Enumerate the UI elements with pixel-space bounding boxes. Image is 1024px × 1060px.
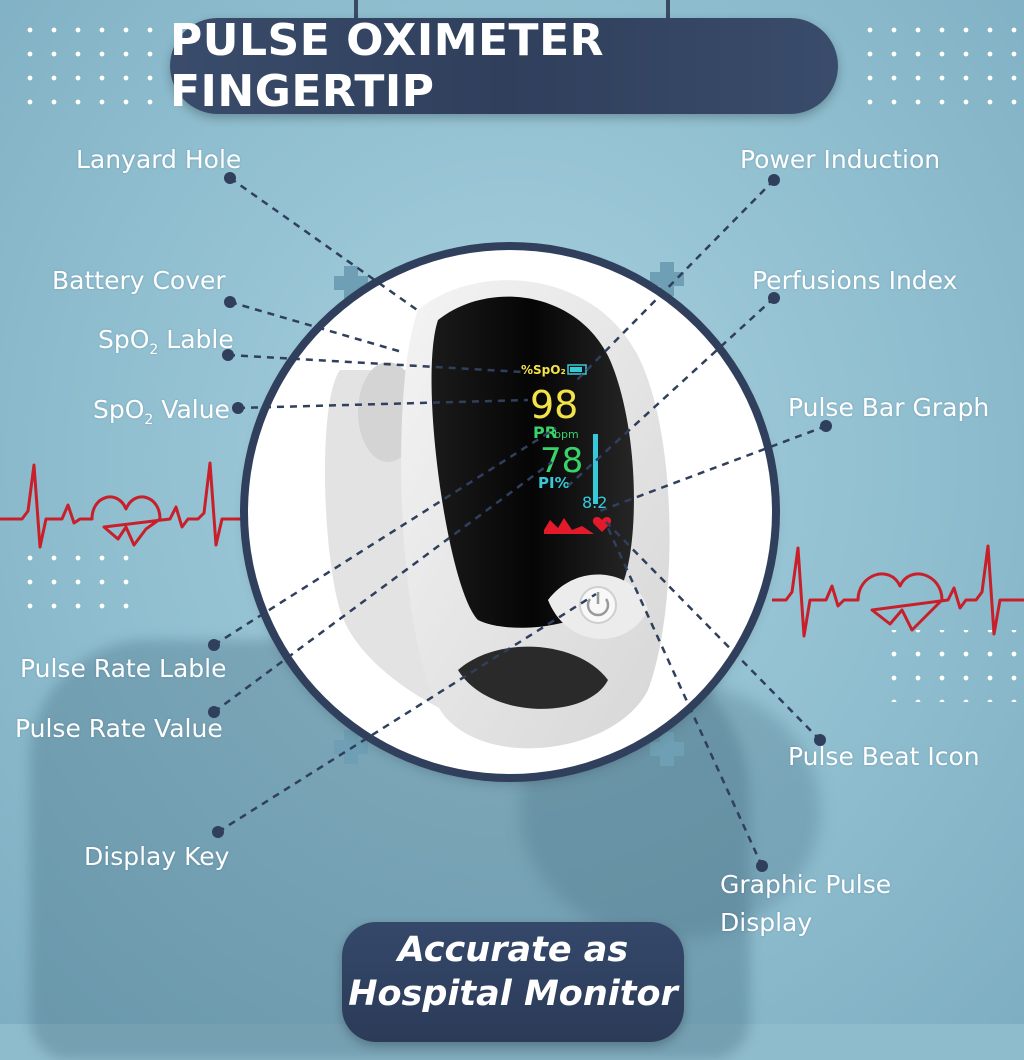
screen-pr-value: 78 [540, 441, 583, 481]
hanging-line [666, 0, 670, 18]
finger-opening [458, 646, 608, 709]
callout-line-spo2-value [237, 398, 529, 410]
plus-icon [334, 266, 368, 300]
label-battery-cover: Battery Cover [52, 266, 226, 295]
label-spo2-lable: SpO2 Lable [98, 325, 234, 358]
dot-pattern-left [14, 548, 132, 620]
callout-line-pr-label [213, 426, 557, 647]
oximeter-screen: %SpO₂ 98 PR bpm 78 PI% 8.2 [521, 363, 612, 534]
label-spo2-value: SpO2 Value [93, 395, 230, 428]
label-pulse-rate-value: Pulse Rate Value [15, 714, 223, 743]
label-perfusions-index: Perfusions Index [752, 266, 958, 295]
callout-line-lanyard [229, 176, 421, 314]
screen-spo2-value: 98 [530, 383, 578, 427]
callout-line-spo2-label [227, 353, 523, 374]
callout-line-display-key [217, 592, 597, 834]
ecg-line-left [0, 461, 250, 549]
graphic-pulse-display [544, 518, 594, 534]
pulse-bar-graph [593, 434, 598, 504]
callout-lines [208, 172, 832, 872]
oximeter-drawing: %SpO₂ 98 PR bpm 78 PI% 8.2 [324, 280, 670, 749]
callout-line-pulse-bar [596, 424, 827, 514]
callout-line-graphic-pulse [606, 527, 764, 867]
plus-icon [650, 262, 684, 296]
callout-line-power-induction [573, 179, 775, 384]
label-graphic-pulse-line2: Display [720, 908, 813, 937]
page-title: PULSE OXIMETER FINGERTIP [170, 15, 605, 117]
label-pulse-bar-graph: Pulse Bar Graph [788, 393, 990, 422]
label-pulse-rate-lable: Pulse Rate Lable [20, 654, 227, 683]
dot-pattern-top-left [10, 18, 170, 108]
power-icon[interactable] [579, 586, 617, 624]
screen-pi-caption: PI% [538, 474, 570, 492]
tagline-line2: Hospital Monitor [348, 974, 678, 1014]
label-power-induction: Power Induction [740, 145, 941, 174]
dot-patterns [10, 18, 1022, 702]
tagline-banner: Accurate as Hospital Monitor [342, 922, 684, 1042]
dot-pattern-right [878, 630, 1018, 702]
heart-icon [592, 517, 612, 532]
label-graphic-pulse-line1: Graphic Pulse [720, 870, 892, 899]
callout-line-pulse-beat [605, 521, 821, 741]
screen-spo2-caption: %SpO₂ [521, 363, 566, 377]
label-display-key: Display Key [84, 842, 230, 871]
dot-pattern-top-right [852, 18, 1022, 108]
screen-pr-caption: PR [533, 423, 557, 442]
callout-line-battery [229, 300, 403, 354]
title-banner: PULSE OXIMETER FINGERTIP [170, 15, 838, 117]
ecg-line-right [772, 544, 1024, 638]
callout-line-pr-value [213, 460, 553, 714]
hanging-line [354, 0, 358, 18]
device-illustration: %SpO₂ 98 PR bpm 78 PI% 8.2 [248, 250, 772, 774]
device-face [431, 296, 634, 628]
tagline-line1: Accurate as [397, 930, 629, 970]
callout-line-perfusion [567, 297, 775, 487]
screen-pr-unit: bpm [554, 428, 579, 441]
label-pulse-beat-icon: Pulse Beat Icon [788, 742, 980, 771]
label-lanyard-hole: Lanyard Hole [76, 145, 242, 174]
plus-icon [650, 732, 684, 766]
